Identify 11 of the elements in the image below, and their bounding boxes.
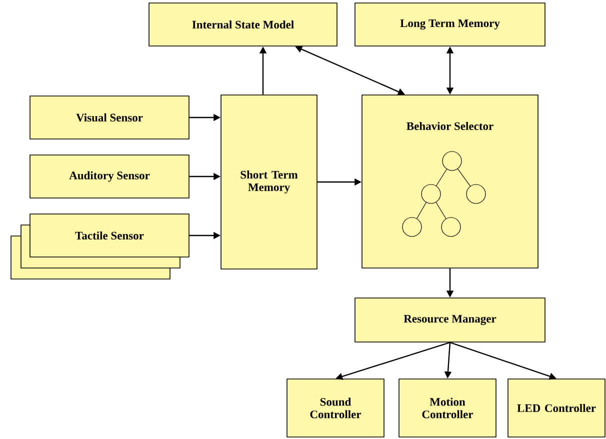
sensor-box: Visual Sensor (30, 96, 190, 140)
memory-box: Short Term Memory (220, 94, 318, 270)
selector-box: Behavior Selector (362, 94, 538, 268)
process-box: Internal State Model (148, 2, 338, 46)
controller-box: Motion Controller (398, 378, 496, 438)
sensor-box: Auditory Sensor (30, 154, 190, 198)
stacked-sensor-box: Tactile Sensor (10, 214, 190, 280)
controller-box: LED Controller (508, 378, 606, 438)
process-box: Resource Manager (354, 298, 546, 342)
process-box: Long Term Memory (354, 2, 546, 46)
controller-box: Sound Controller (286, 378, 384, 438)
